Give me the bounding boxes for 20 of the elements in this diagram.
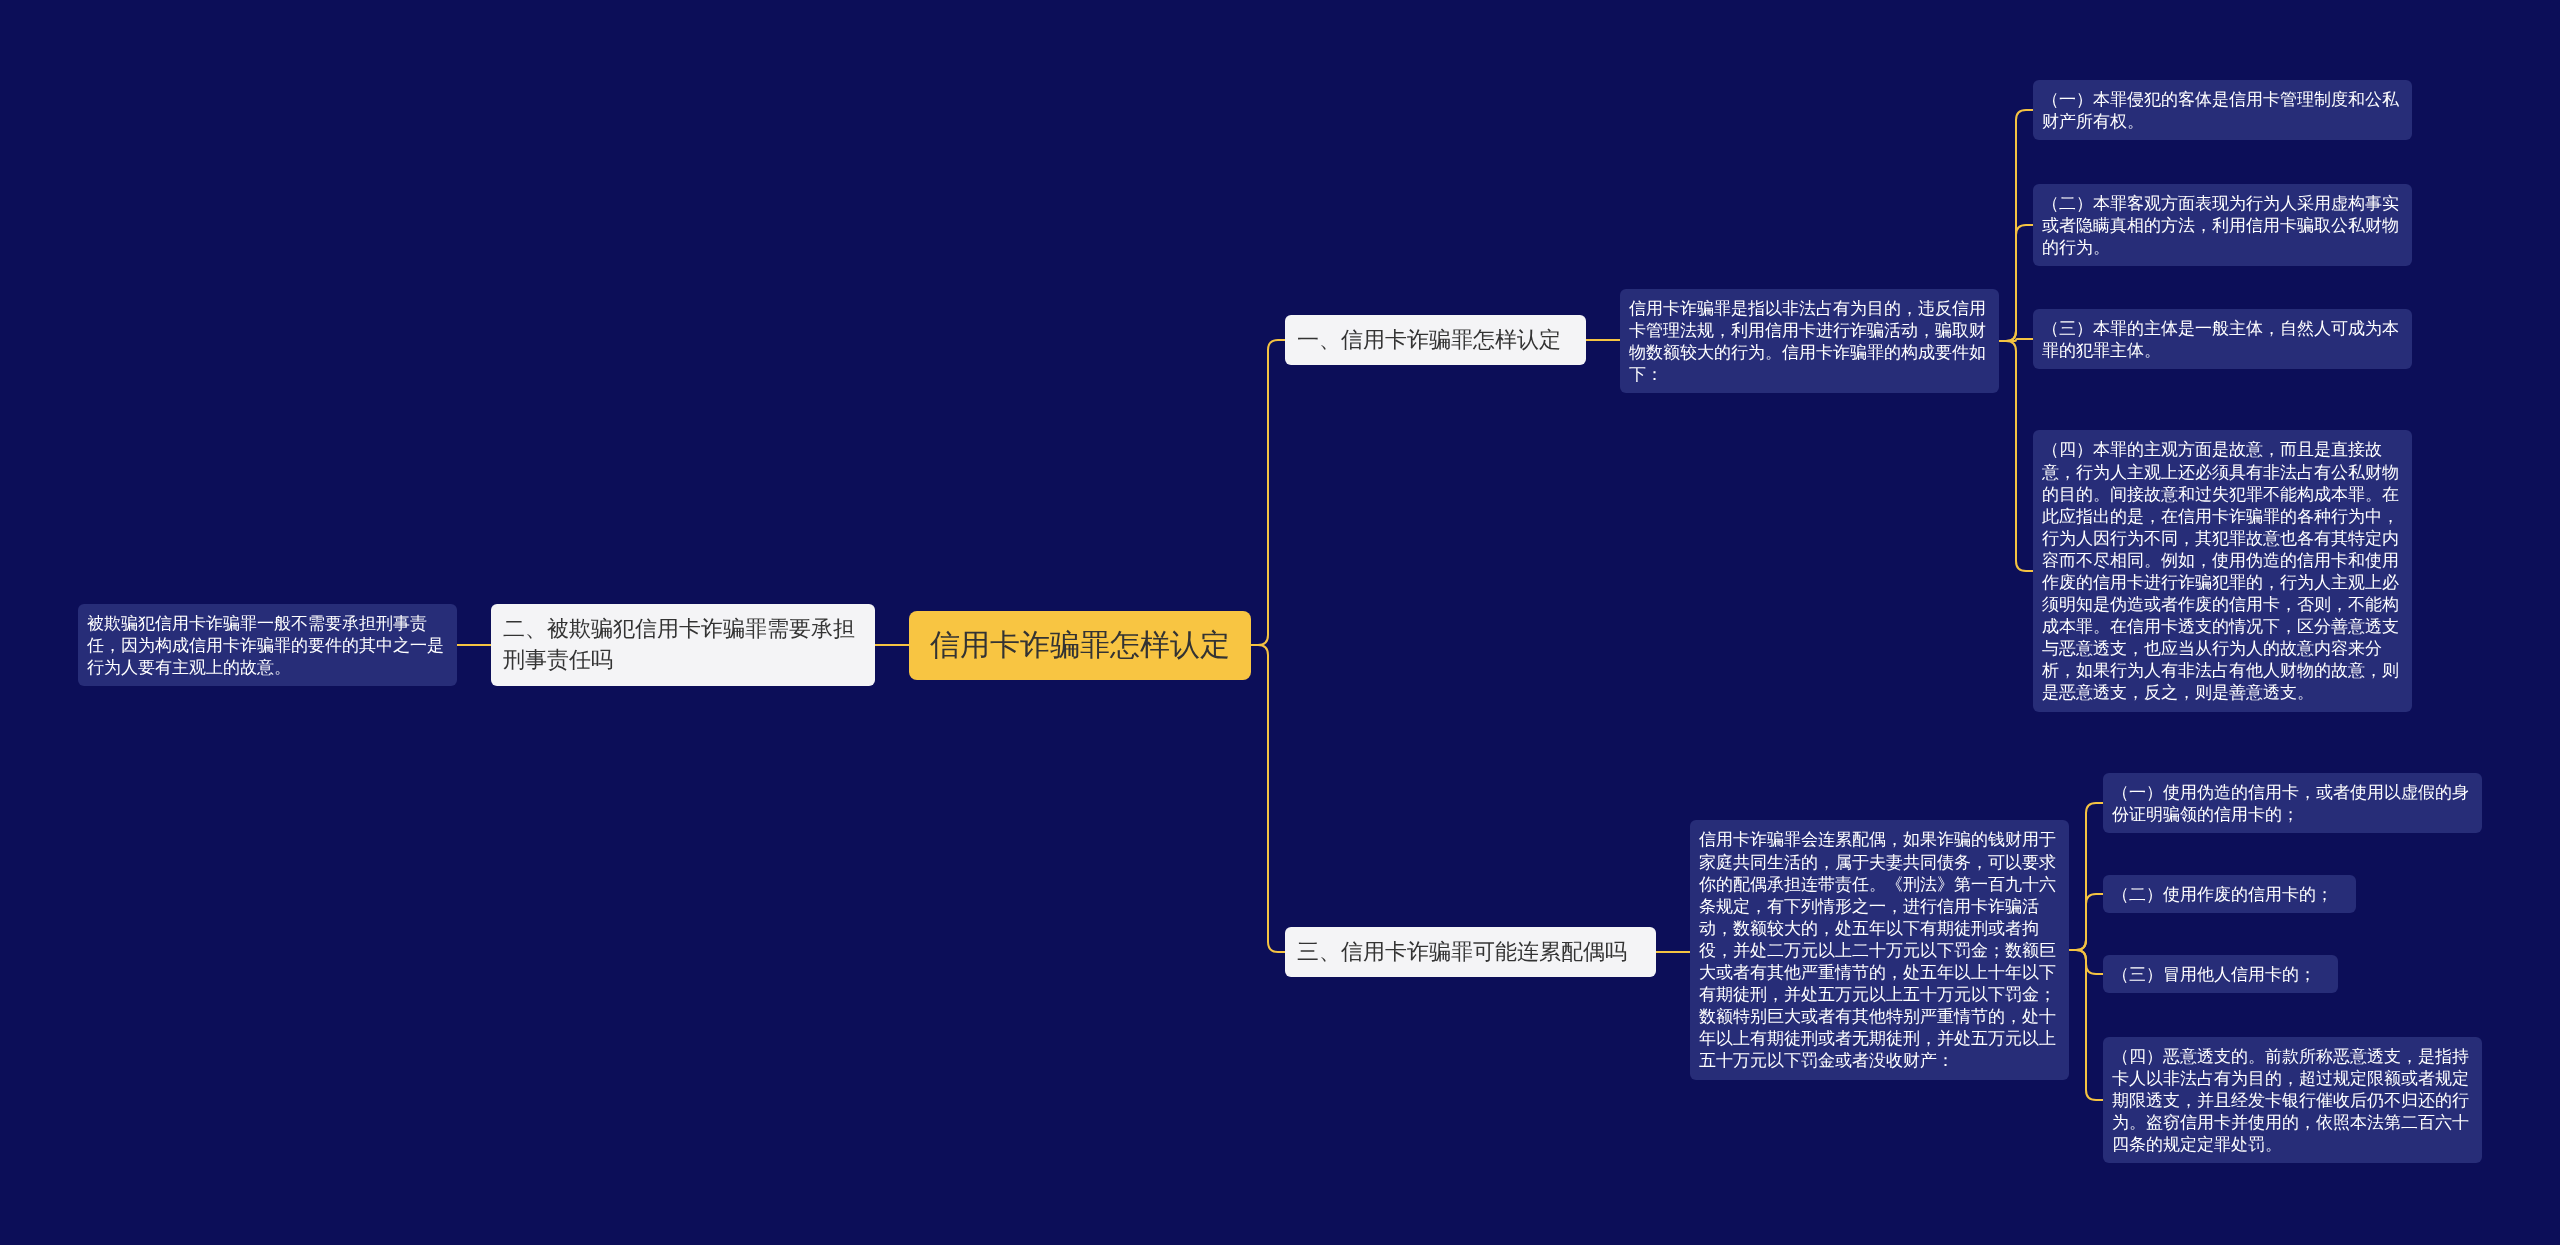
text-card: （二）本罪客观方面表现为行为人采用虚构事实或者隐瞒真相的方法，利用信用卡骗取公私财物的行为。	[2033, 183, 2412, 267]
text-card: （一）使用伪造的信用卡，或者使用以虚假的身份证明骗领的信用卡的；	[2103, 772, 2482, 834]
text-card: （二）使用作废的信用卡的；	[2103, 874, 2356, 914]
text-card: 信用卡诈骗罪是指以非法占有为目的，违反信用卡管理法规，利用信用卡进行诈骗活动，骗取财物数额较大的行为。信用卡诈骗罪的构成要件如下：	[1620, 288, 1999, 394]
branch-topic-box: 二、被欺骗犯信用卡诈骗罪需要承担刑事责任吗	[491, 604, 875, 686]
connector-line	[874, 644, 910, 646]
text-card: （三）本罪的主体是一般主体，自然人可成为本罪的犯罪主体。	[2033, 308, 2412, 370]
text-card: （四）恶意透支的。前款所称恶意透支，是指持卡人以非法占有为目的，超过规定限额或者规定期限透支，并且经发卡银行催收后仍不归还的行为。盗窃信用卡并使用的，依照本法第二百六十四条的规定定罪处罚。	[2103, 1036, 2482, 1164]
connector-line	[456, 644, 492, 646]
central-topic-box: 信用卡诈骗罪怎样认定	[909, 610, 1251, 680]
connector-line	[1585, 339, 1621, 341]
branch-topic-box: 三、信用卡诈骗罪可能连累配偶吗	[1285, 926, 1656, 978]
text-card: （一）本罪侵犯的客体是信用卡管理制度和公私财产所有权。	[2033, 79, 2412, 141]
text-card: 被欺骗犯信用卡诈骗罪一般不需要承担刑事责任，因为构成信用卡诈骗罪的要件的其中之一是行为人要有主观上的故意。	[78, 603, 457, 687]
branch-topic-box: 一、信用卡诈骗罪怎样认定	[1285, 314, 1586, 366]
text-card: （四）本罪的主观方面是故意，而且是直接故意，行为人主观上还必须具有非法占有公私财物的目的。间接故意和过失犯罪不能构成本罪。在此应指出的是，在信用卡诈骗罪的各种行为中，行为人因行为不同，其犯罪故意也各有其特定内容而不尽相同。例如，使用伪造的信用卡和使用作废的信用卡进行诈骗犯罪的，行为人主观上必须明知是伪造或者作废的信用卡，否则，不能构成本罪。在信用卡透支的情况下，区分善意透支与恶意透支，也应当从行为人的故意内容来分析，如果行为人有非法占有他人财物的故意，则是恶意透支，反之，则是善意透支。	[2033, 430, 2412, 712]
connector-line	[1655, 951, 1691, 953]
connector-line	[1250, 644, 1286, 953]
text-card: 信用卡诈骗罪会连累配偶，如果诈骗的钱财用于家庭共同生活的，属于夫妻共同债务，可以要求你的配偶承担连带责任。《刑法》第一百九十六条规定，有下列情形之一，进行信用卡诈骗活动，数额较大的，处五年以下有期徒刑或者拘役，并处二万元以上二十万元以下罚金；数额巨大或者有其他严重情节的，处五年以上十年以下有期徒刑，并处五万元以上五十万元以下罚金；数额特别巨大或者有其他特别严重情节的，处十年以上有期徒刑或者无期徒刑，并处五万元以上五十万元以下罚金或者没收财产：	[1690, 820, 2069, 1080]
text-card: （三）冒用他人信用卡的；	[2103, 954, 2338, 994]
